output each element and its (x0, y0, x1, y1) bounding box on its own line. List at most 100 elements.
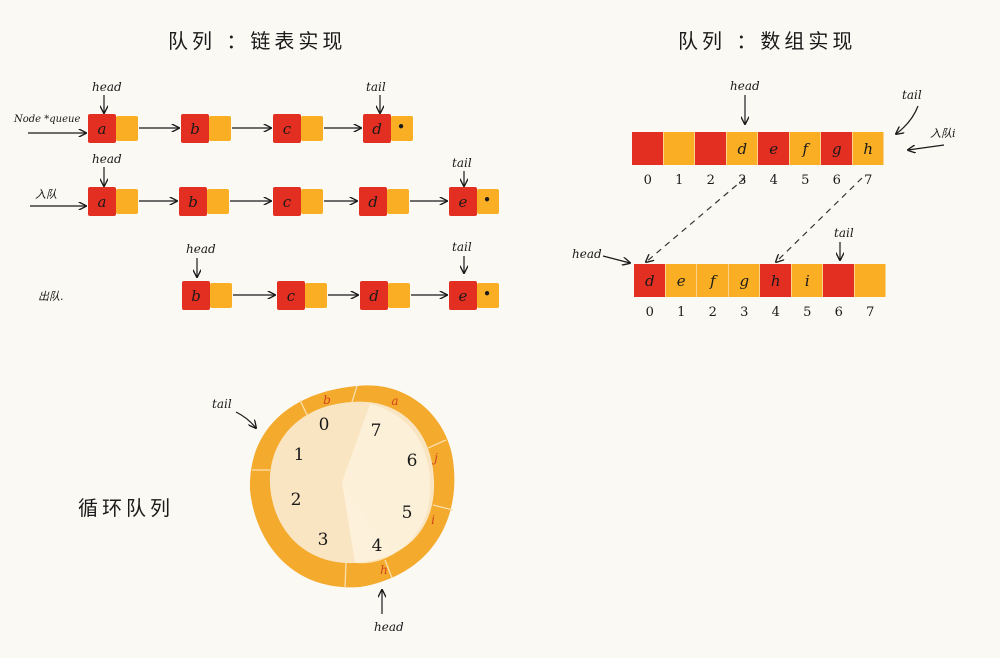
circ-tail-label: tail (212, 397, 232, 411)
ll-node-0-2-data (273, 114, 301, 143)
slot-letters: b a j i h (323, 393, 438, 577)
letter-i: i (431, 513, 435, 527)
ll-node-1-3-data (359, 187, 387, 216)
slot-1: 1 (294, 445, 305, 465)
arr-after-cell-1-label: e (677, 272, 686, 290)
arr-after-cell-6 (823, 264, 854, 297)
ll-node-1-4-data (449, 187, 477, 216)
ll-node-1-0-next (116, 189, 138, 214)
arr-after-cell-0 (634, 264, 665, 297)
ll-node-0-2-label: c (283, 120, 292, 138)
arr-before-cell-6-label: g (832, 140, 842, 158)
dequeue-label: 出队. (38, 290, 64, 303)
linked-list-title: 队列 ：链表实现 (168, 29, 346, 53)
arr-after-cell-3-label: g (739, 272, 749, 290)
arr-enqueue-label: 入队i (930, 127, 956, 140)
letter-a: a (391, 394, 398, 408)
ring-dividers (252, 385, 454, 589)
circular-queue: 0 7 6 5 4 3 2 1 b a j i h (249, 385, 455, 589)
slot-6: 6 (407, 451, 418, 471)
occupied-wedge (342, 404, 431, 555)
circular-queue-title: 循环队列 (78, 496, 174, 520)
arr-before-tail-label: tail (902, 88, 922, 102)
ll-node-0-3-label: d (372, 120, 382, 138)
arr-after-cell-7 (854, 264, 886, 297)
ll-node-0-0-label: a (98, 120, 107, 138)
ll-node-0-0-data (88, 114, 116, 143)
arr-before-cell-3-label: d (737, 140, 747, 158)
arr-after-cell-2-label: f (709, 272, 718, 290)
ll-node-1-0-data (88, 187, 116, 216)
ll-node-1-2-data (273, 187, 301, 216)
arr-after-cell-5 (791, 264, 823, 297)
arr-before-cell-2 (695, 132, 726, 165)
arr-after-head-label: head (572, 247, 602, 261)
ll-node-0-1-next (209, 116, 231, 141)
letter-j: j (431, 451, 438, 465)
ll-node-0-0-next (116, 116, 138, 141)
ll-node-2-1-next (305, 283, 327, 308)
arr-after-cell-4-label: h (771, 272, 781, 290)
ll-node-2-3-label: e (459, 287, 468, 305)
slot-5: 5 (402, 503, 413, 523)
arr-after-cell-0-label: d (645, 272, 655, 290)
array-title: 队列 ：数组实现 (678, 29, 856, 53)
ll-node-2-1-data (277, 281, 305, 310)
arr-after-cell-5-label: i (805, 272, 810, 290)
arr-after-index-4: 4 (772, 305, 780, 320)
slot-3: 3 (318, 530, 329, 550)
slot-7: 7 (371, 421, 382, 441)
arr-before-index-2: 2 (707, 173, 715, 188)
ll-node-2-0-next (210, 283, 232, 308)
arr-before-index-0: 0 (644, 173, 652, 188)
ll-node-1-2-next (301, 189, 323, 214)
arr-before-cell-1 (663, 132, 695, 165)
ll-node-0-3-next (391, 116, 413, 141)
arr-before-index-6: 6 (833, 173, 841, 188)
ll-node-2-2-label: d (369, 287, 379, 305)
arr-before-index-3: 3 (738, 173, 746, 188)
ll-null-0: • (397, 118, 406, 136)
arr-after-index-7: 7 (866, 305, 874, 320)
arr-after-cell-4 (760, 264, 791, 297)
ll-node-0-2-next (301, 116, 323, 141)
ll-node-1-4-label: e (459, 193, 468, 211)
arr-after-index-0: 0 (646, 305, 654, 320)
slot-4: 4 (372, 536, 383, 556)
ll-node-0-1-data (181, 114, 209, 143)
slot-numbers: 0 7 6 5 4 3 2 1 (291, 415, 418, 556)
enqueue-label: 入队 (35, 188, 57, 201)
ll2-head-label: head (92, 152, 122, 166)
occupied-wedge-2 (342, 482, 392, 564)
arr-before-cell-7 (852, 132, 884, 165)
arr-before-cell-4-label: e (769, 140, 778, 158)
arr-before-cell-7-label: h (863, 140, 873, 158)
ll-node-1-0-label: a (98, 193, 107, 211)
arr-after-head-arrow (602, 255, 630, 263)
ll-node-2-2-data (360, 281, 388, 310)
ll3-tail-label: tail (452, 240, 472, 254)
node-queue-label: Node *queue (13, 114, 80, 125)
ll-node-1-4-next (477, 189, 499, 214)
arr-before-cell-6 (821, 132, 852, 165)
arr-after-index-2: 2 (709, 305, 717, 320)
ll-node-1-1-next (207, 189, 229, 214)
circ-head-label: head (374, 620, 404, 634)
arr-before-index-7: 7 (864, 173, 872, 188)
ll-node-2-1-label: c (287, 287, 296, 305)
arr-before-index-5: 5 (801, 173, 809, 188)
ll3-head-label: head (186, 242, 216, 256)
ll-null-1: • (483, 191, 492, 209)
ll1-head-label: head (92, 80, 122, 94)
move-h-arrow (776, 177, 863, 262)
ll-node-0-1-label: b (190, 120, 200, 138)
ll-null-2: • (483, 285, 492, 303)
arr-after-index-5: 5 (803, 305, 811, 320)
ll-node-1-2-label: c (283, 193, 292, 211)
ll-node-0-3-data (363, 114, 391, 143)
slot-2: 2 (291, 490, 302, 510)
ll-node-2-0-label: b (191, 287, 201, 305)
ll1-tail-label: tail (366, 80, 386, 94)
